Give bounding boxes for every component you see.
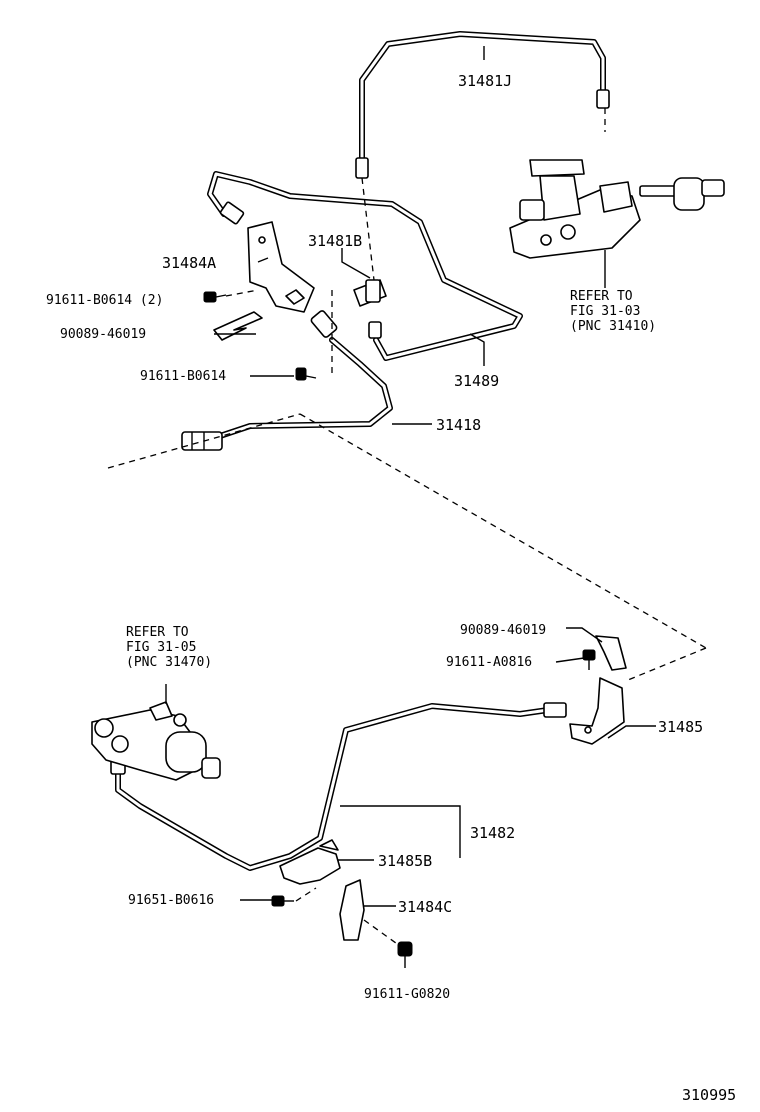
label-91611-b0614: 91611-B0614: [140, 369, 226, 384]
bolt-91611-b0614: [295, 367, 317, 381]
clip-90089-46019-bottom: [595, 635, 627, 671]
label-31418: 31418: [436, 416, 481, 434]
label-31481b: 31481B: [308, 232, 362, 250]
ref-master-cylinder: REFER TO FIG 31-03 (PNC 31410): [570, 289, 656, 334]
tube-31481j: [359, 31, 606, 163]
dashed-guides: [107, 108, 707, 947]
label-31489: 31489: [454, 372, 499, 390]
label-31482: 31482: [470, 824, 515, 842]
leader-lines: [165, 46, 656, 907]
bracket-31484c: [339, 879, 365, 941]
label-31484c: 31484C: [398, 898, 452, 916]
bracket-31481b: [353, 279, 387, 307]
bolt-91611-g0820: [397, 941, 413, 968]
master-cylinder: [509, 159, 725, 259]
bolt-91611-b0614-2: [203, 291, 227, 303]
figure-id: 310995: [682, 1086, 736, 1104]
svg-text:FIG 31-05: FIG 31-05: [126, 640, 196, 655]
label-31484a: 31484A: [162, 254, 216, 272]
label-91611-b0614-2: 91611-B0614 (2): [46, 293, 163, 308]
svg-text:(PNC 31410): (PNC 31410): [570, 319, 656, 334]
ref-release-cylinder: REFER TO FIG 31-05 (PNC 31470): [126, 625, 212, 670]
label-90089-46019-bottom: 90089-46019: [460, 623, 546, 638]
tube-31489: [207, 171, 523, 361]
tube-31482: [115, 703, 551, 871]
bolt-91651-b0616: [271, 895, 294, 907]
label-31485b: 31485B: [378, 852, 432, 870]
fitting-nuts: [110, 89, 610, 775]
svg-text:(PNC 31470): (PNC 31470): [126, 655, 212, 670]
svg-text:REFER TO: REFER TO: [126, 625, 189, 640]
label-31481j: 31481J: [458, 72, 512, 90]
bracket-31485: [569, 677, 625, 745]
label-91651-b0616: 91651-B0616: [128, 893, 214, 908]
svg-text:FIG 31-03: FIG 31-03: [570, 304, 640, 319]
clip-90089-46019-top: [213, 311, 263, 341]
clamp-31485b: [279, 839, 341, 885]
label-91611-a0816: 91611-A0816: [446, 655, 532, 670]
svg-text:REFER TO: REFER TO: [570, 289, 633, 304]
hose-31418: [217, 337, 393, 439]
bracket-31484a: [247, 221, 315, 313]
bolt-91611-a0816: [582, 649, 596, 670]
release-cylinder: [91, 701, 221, 781]
label-31485: 31485: [658, 718, 703, 736]
label-91611-g0820: 91611-G0820: [364, 987, 450, 1002]
label-90089-46019-top: 90089-46019: [60, 327, 146, 342]
